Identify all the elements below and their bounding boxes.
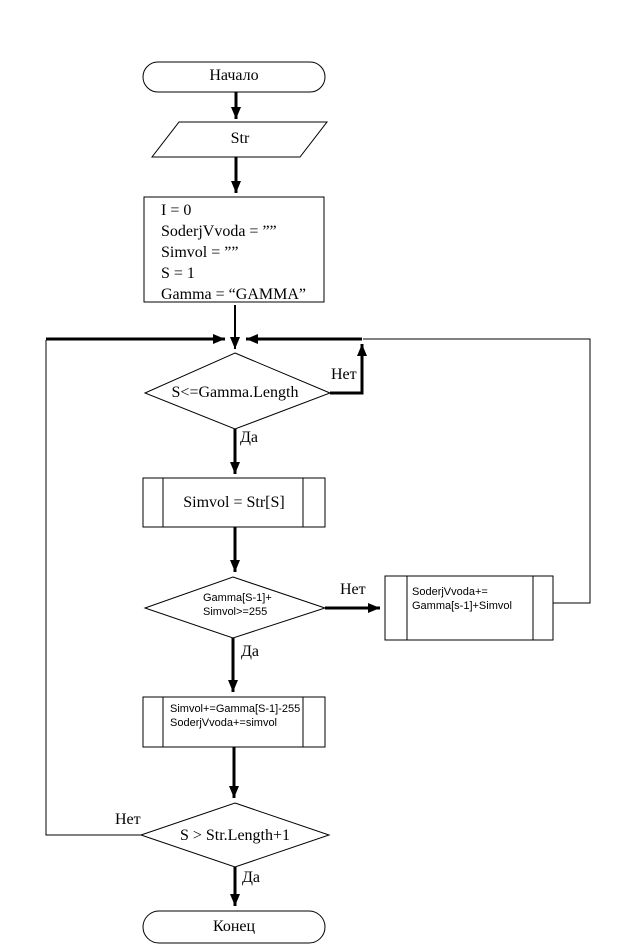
- input-str-label: Str: [230, 130, 250, 147]
- decision-length-check: [139, 802, 331, 868]
- sum-check-line: Simvol>=255: [203, 606, 268, 618]
- init-line: S = 1: [161, 265, 195, 282]
- start-label: Начало: [209, 67, 259, 84]
- length-yes-label: Да: [242, 869, 261, 886]
- io-parallelogram-str: [150, 121, 329, 158]
- init-line: Simvol = ””: [161, 244, 239, 261]
- append-sum-line: Gamma[s-1]+Simvol: [412, 600, 512, 612]
- sum-check-line: Gamma[S-1]+: [203, 592, 272, 604]
- wrap-sum-line: Simvol+=Gamma[S-1]-255: [170, 703, 301, 715]
- predefined-wrap-sum: [142, 696, 326, 748]
- init-line: I = 0: [161, 202, 192, 219]
- end-label: Конец: [212, 918, 256, 935]
- process-init: [143, 196, 325, 303]
- edge-append-sum-return-line: [363, 338, 591, 604]
- length-check-label: S > Str.Length+1: [179, 827, 291, 844]
- sum-check-text: Gamma[S-1]+ Simvol>=255: [203, 591, 272, 619]
- gamma-check-label: S<=Gamma.Length: [171, 384, 299, 401]
- init-line: Gamma = “GAMMA”: [161, 286, 306, 303]
- predefined-append-sum: [384, 575, 554, 641]
- edge-gamma-no: [330, 344, 367, 395]
- length-no-label: Нет: [115, 811, 141, 828]
- init-line: SoderjVvoda = ””: [161, 223, 277, 240]
- predefined-read-symbol: [142, 477, 326, 528]
- edge-length-no-loopback-line: [45, 340, 141, 836]
- decision-gamma-length: [143, 352, 332, 430]
- gamma-no-label: Нет: [331, 366, 357, 383]
- decision-sum-check: [143, 576, 327, 639]
- terminator-start: [142, 61, 326, 93]
- read-symbol-label: Simvol = Str[S]: [183, 494, 285, 511]
- sum-yes-label: Да: [241, 643, 260, 660]
- terminator-end: [142, 910, 326, 944]
- init-block-text: I = 0 SoderjVvoda = ”” Simvol = ”” S = 1…: [161, 200, 306, 305]
- append-sum-text: SoderjVvoda+= Gamma[s-1]+Simvol: [412, 585, 512, 613]
- wrap-sum-line: SoderjVvoda+=simvol: [170, 717, 278, 729]
- wrap-sum-text: Simvol+=Gamma[S-1]-255 SoderjVvoda+=simv…: [170, 702, 300, 730]
- gamma-yes-label: Да: [240, 429, 259, 446]
- append-sum-line: SoderjVvoda+=: [412, 586, 488, 598]
- sum-no-label: Нет: [340, 581, 366, 598]
